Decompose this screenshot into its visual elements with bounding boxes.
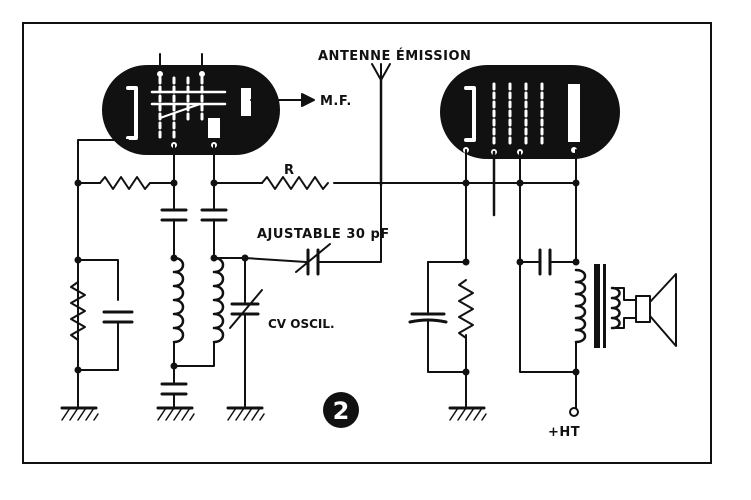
junction [210,254,218,262]
junction [462,258,470,266]
figure-number: 2 [333,397,350,425]
transformer-core-2 [603,264,606,348]
antenna-arm-left [371,63,382,81]
junction [462,368,470,376]
junction [74,179,82,187]
if-output-label: M.F. [320,94,352,109]
ht-label: +HT [548,425,580,440]
junction [241,254,249,262]
wire-electrolytic-bottom [427,321,467,373]
junction [462,179,470,187]
junction [170,362,178,370]
resistor-r [261,176,329,190]
transformer-core-1 [594,264,600,348]
ground-3 [226,406,265,421]
right-tube-envelope [440,65,620,159]
resistor-right-cathode [458,279,474,339]
wire-speaker-bottom [611,317,637,329]
left-tube [102,53,280,155]
antenna-arm-right [380,63,391,81]
coil-left [172,256,185,344]
cap-electrolytic-bottom [408,318,448,324]
if-output-arrow [301,93,315,107]
output-transformer-secondary [610,286,621,330]
left-tube-dot-2 [199,71,205,77]
ground-1 [60,406,99,421]
adjustable-cap-label: AJUSTABLE 30 pF [257,227,390,242]
resistor-r-label: R [284,163,295,178]
cap-adj-arrow [295,243,331,273]
left-tube-grid-diag [159,103,201,119]
coil-right [212,256,225,344]
left-tube-osc-anode [208,118,220,138]
wire-antenna-down [317,184,382,263]
output-transformer-primary [574,268,587,344]
figure-number-badge [323,392,359,428]
ht-terminal [569,407,579,417]
junctions [74,179,580,376]
wire-speaker-top [611,287,637,301]
speaker-cone [649,273,677,347]
junction [210,179,218,187]
wire-coil-right-bottom [173,341,215,367]
antenna-label: ANTENNE ÉMISSION [318,48,471,64]
junction [516,179,524,187]
resistor-left-shunt [70,281,86,341]
wire-cathode-left [77,139,129,373]
right-tube [440,65,620,159]
antenna-symbol [371,63,391,187]
ground-symbols [60,406,487,421]
junction [572,368,580,376]
ground-2 [156,406,195,421]
junction [572,258,580,266]
junction [74,256,82,264]
junction [572,179,580,187]
resistor-grid-leak [99,176,151,190]
wire-out-left-loop [519,261,577,373]
wire-rc-bottom [77,321,119,371]
junction [74,366,82,374]
cv-oscil-label: CV OSCIL. [268,317,335,331]
junction [170,254,178,262]
right-tube-cathode [464,86,476,142]
wire-adjustable-left [244,257,307,263]
left-tube-cathode [126,86,138,140]
right-tube-anode [568,84,580,142]
junction [170,179,178,187]
left-tube-anode [241,88,251,116]
cv-arrow [229,289,263,329]
junction [516,258,524,266]
left-tube-dot-1 [157,71,163,77]
left-tube-envelope [102,65,280,155]
diagram-frame [22,22,712,464]
speaker-magnet [635,295,651,323]
ground-4 [448,406,487,421]
wire-rc-top [77,259,119,301]
